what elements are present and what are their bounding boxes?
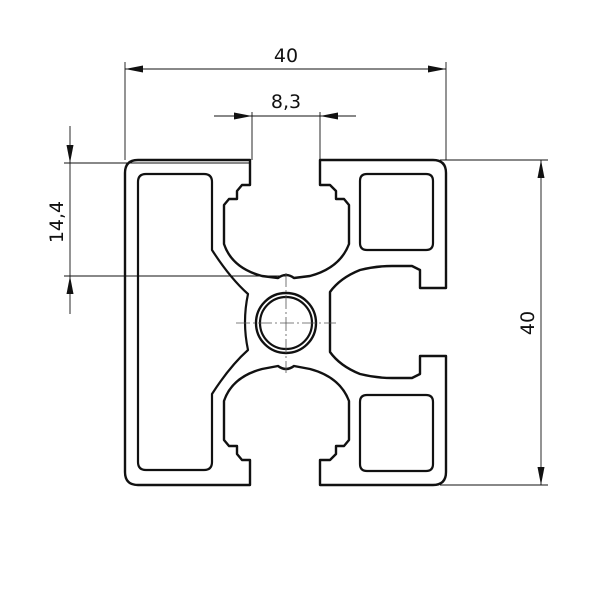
arrow-slot-left [234, 112, 252, 120]
arrow-right [428, 65, 446, 73]
cavity-left [136, 172, 250, 472]
slot-width-label: 8,3 [271, 91, 301, 113]
width-label: 40 [274, 45, 298, 67]
arrow-depth-bottom [66, 276, 74, 294]
arrow-depth-top [66, 145, 74, 163]
height-label: 40 [517, 311, 539, 335]
dimension-width: 40 [124, 45, 447, 160]
dimension-slot-depth: 14,4 [46, 126, 286, 314]
arrow-height-bottom [537, 467, 545, 485]
arrow-height-top [537, 160, 545, 178]
cavity-top-right [358, 172, 435, 252]
cavity-bottom-right [358, 393, 435, 473]
center-mark [236, 273, 336, 373]
arrow-left [125, 65, 143, 73]
slot-depth-label: 14,4 [46, 201, 68, 243]
arrow-slot-right [320, 112, 338, 120]
dimension-height: 40 [440, 159, 548, 486]
dimension-slot-width: 8,3 [214, 91, 356, 160]
profile-outer-contour [123, 158, 448, 487]
